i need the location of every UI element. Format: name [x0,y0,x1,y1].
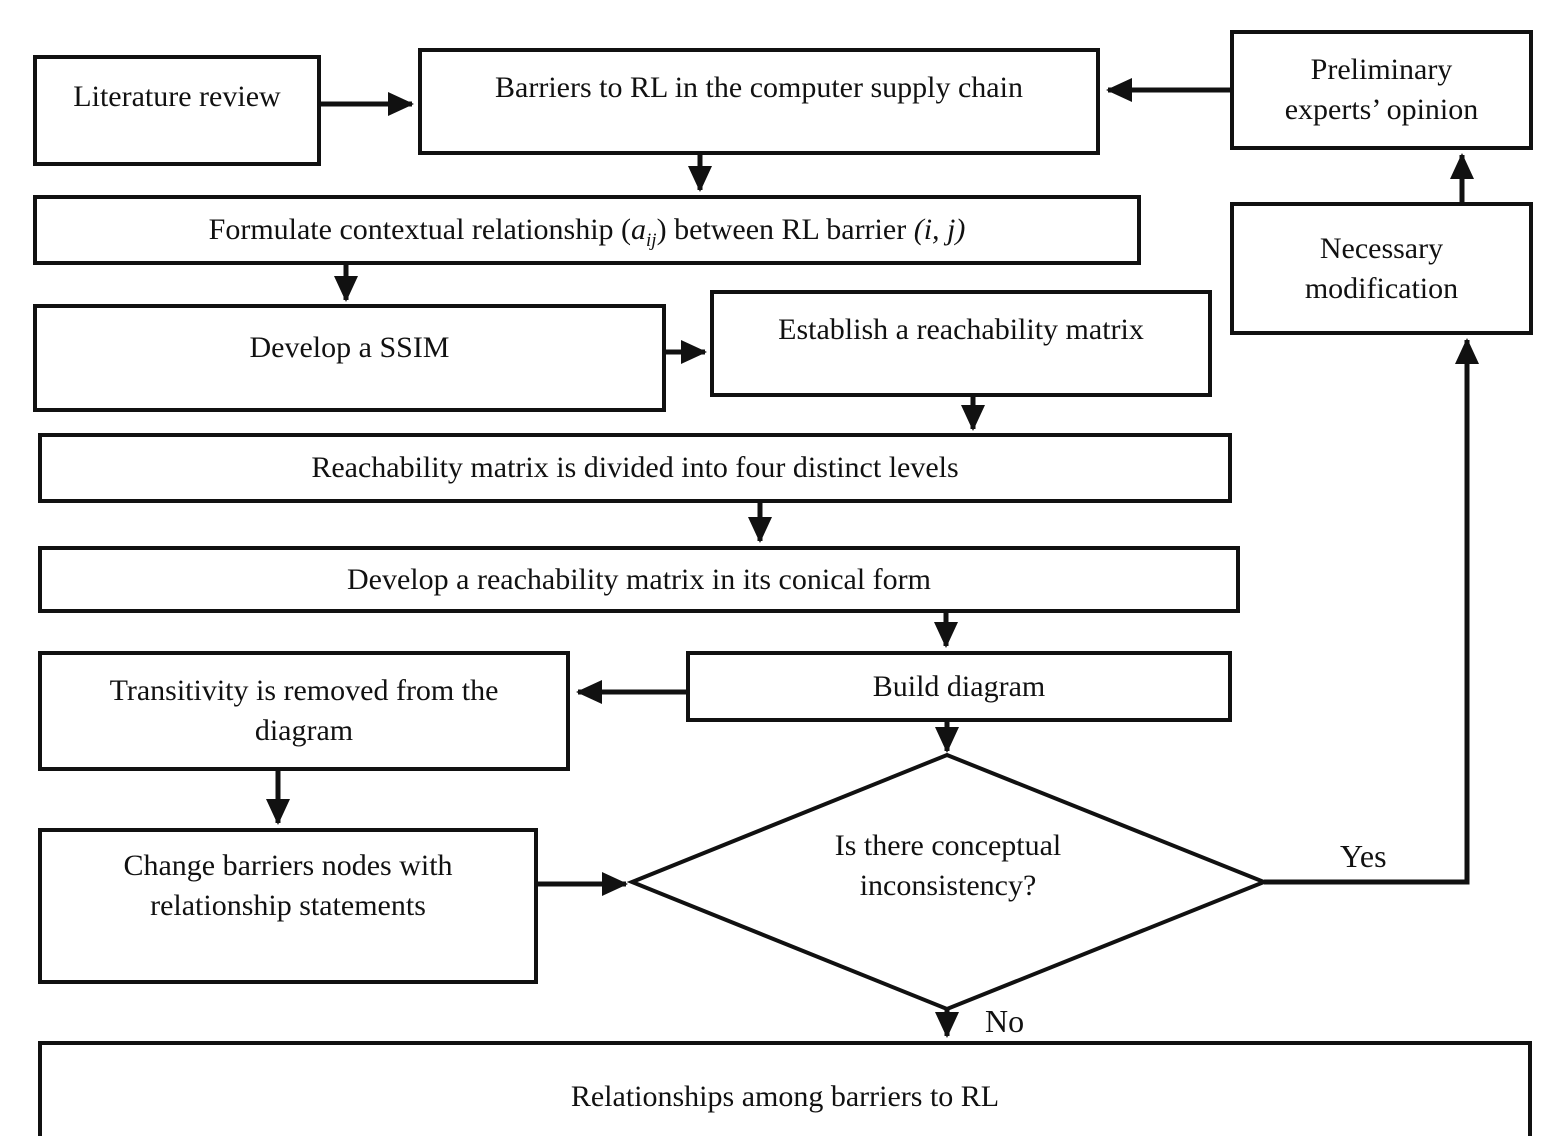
node-barriers-to-rl-label: Barriers to RL in the computer supply ch… [495,71,1023,104]
branch-label-no: No [985,1003,1025,1039]
node-necessary-modification: Necessary modification [1230,202,1533,335]
decision-question-label: Is there conceptual inconsistency? [834,829,1062,902]
node-literature-review: Literature review [33,55,321,166]
node-conical-form: Develop a reachability matrix in its con… [38,546,1240,613]
node-preliminary-experts-opinion: Preliminary experts’ opinion [1230,30,1533,150]
node-build-diagram: Build diagram [686,651,1232,722]
node-relationships-among-barriers: Relationships among barriers to RL [38,1041,1532,1136]
node-change-barrier-nodes-label: Change barriers nodes with relationship … [123,849,453,922]
node-transitivity-removed: Transitivity is removed from the diagram [38,651,570,771]
node-develop-ssim-label: Develop a SSIM [249,331,450,364]
node-establish-reachability-matrix: Establish a reachability matrix [710,290,1212,397]
formulate-italic-ij: (i, j) [913,213,966,246]
node-formulate-contextual-relationship: Formulate contextual relationship (aij) … [33,195,1141,265]
node-build-diagram-label: Build diagram [872,669,1046,703]
node-develop-ssim: Develop a SSIM [33,304,666,412]
node-necessary-modification-label: Necessary modification [1304,231,1459,305]
node-formulate-label: Formulate contextual relationship (aij) … [209,210,966,250]
arrow-decision-yes-to-necessary [1264,338,1479,885]
formulate-var-a: a [631,213,647,246]
node-preliminary-experts-opinion-label: Preliminary experts’ opinion [1284,53,1479,126]
node-reachability-four-levels: Reachability matrix is divided into four… [38,433,1232,503]
formulate-text-pre: Formulate contextual relationship ( [208,213,632,246]
formulate-subscript-ij: ij [646,230,657,251]
node-change-barrier-nodes: Change barriers nodes with relationship … [38,828,538,984]
branch-label-yes: Yes [1340,838,1387,874]
node-conical-form-label: Develop a reachability matrix in its con… [347,562,931,596]
formulate-text-mid: ) between RL barrier [656,213,914,246]
node-barriers-to-rl: Barriers to RL in the computer supply ch… [418,48,1100,155]
node-reachability-four-levels-label: Reachability matrix is divided into four… [311,451,959,484]
node-relationships-among-barriers-label: Relationships among barriers to RL [570,1080,1000,1113]
node-literature-review-label: Literature review [73,80,281,113]
node-transitivity-removed-label: Transitivity is removed from the diagram [109,674,499,747]
node-establish-reachability-matrix-label: Establish a reachability matrix [778,313,1144,346]
